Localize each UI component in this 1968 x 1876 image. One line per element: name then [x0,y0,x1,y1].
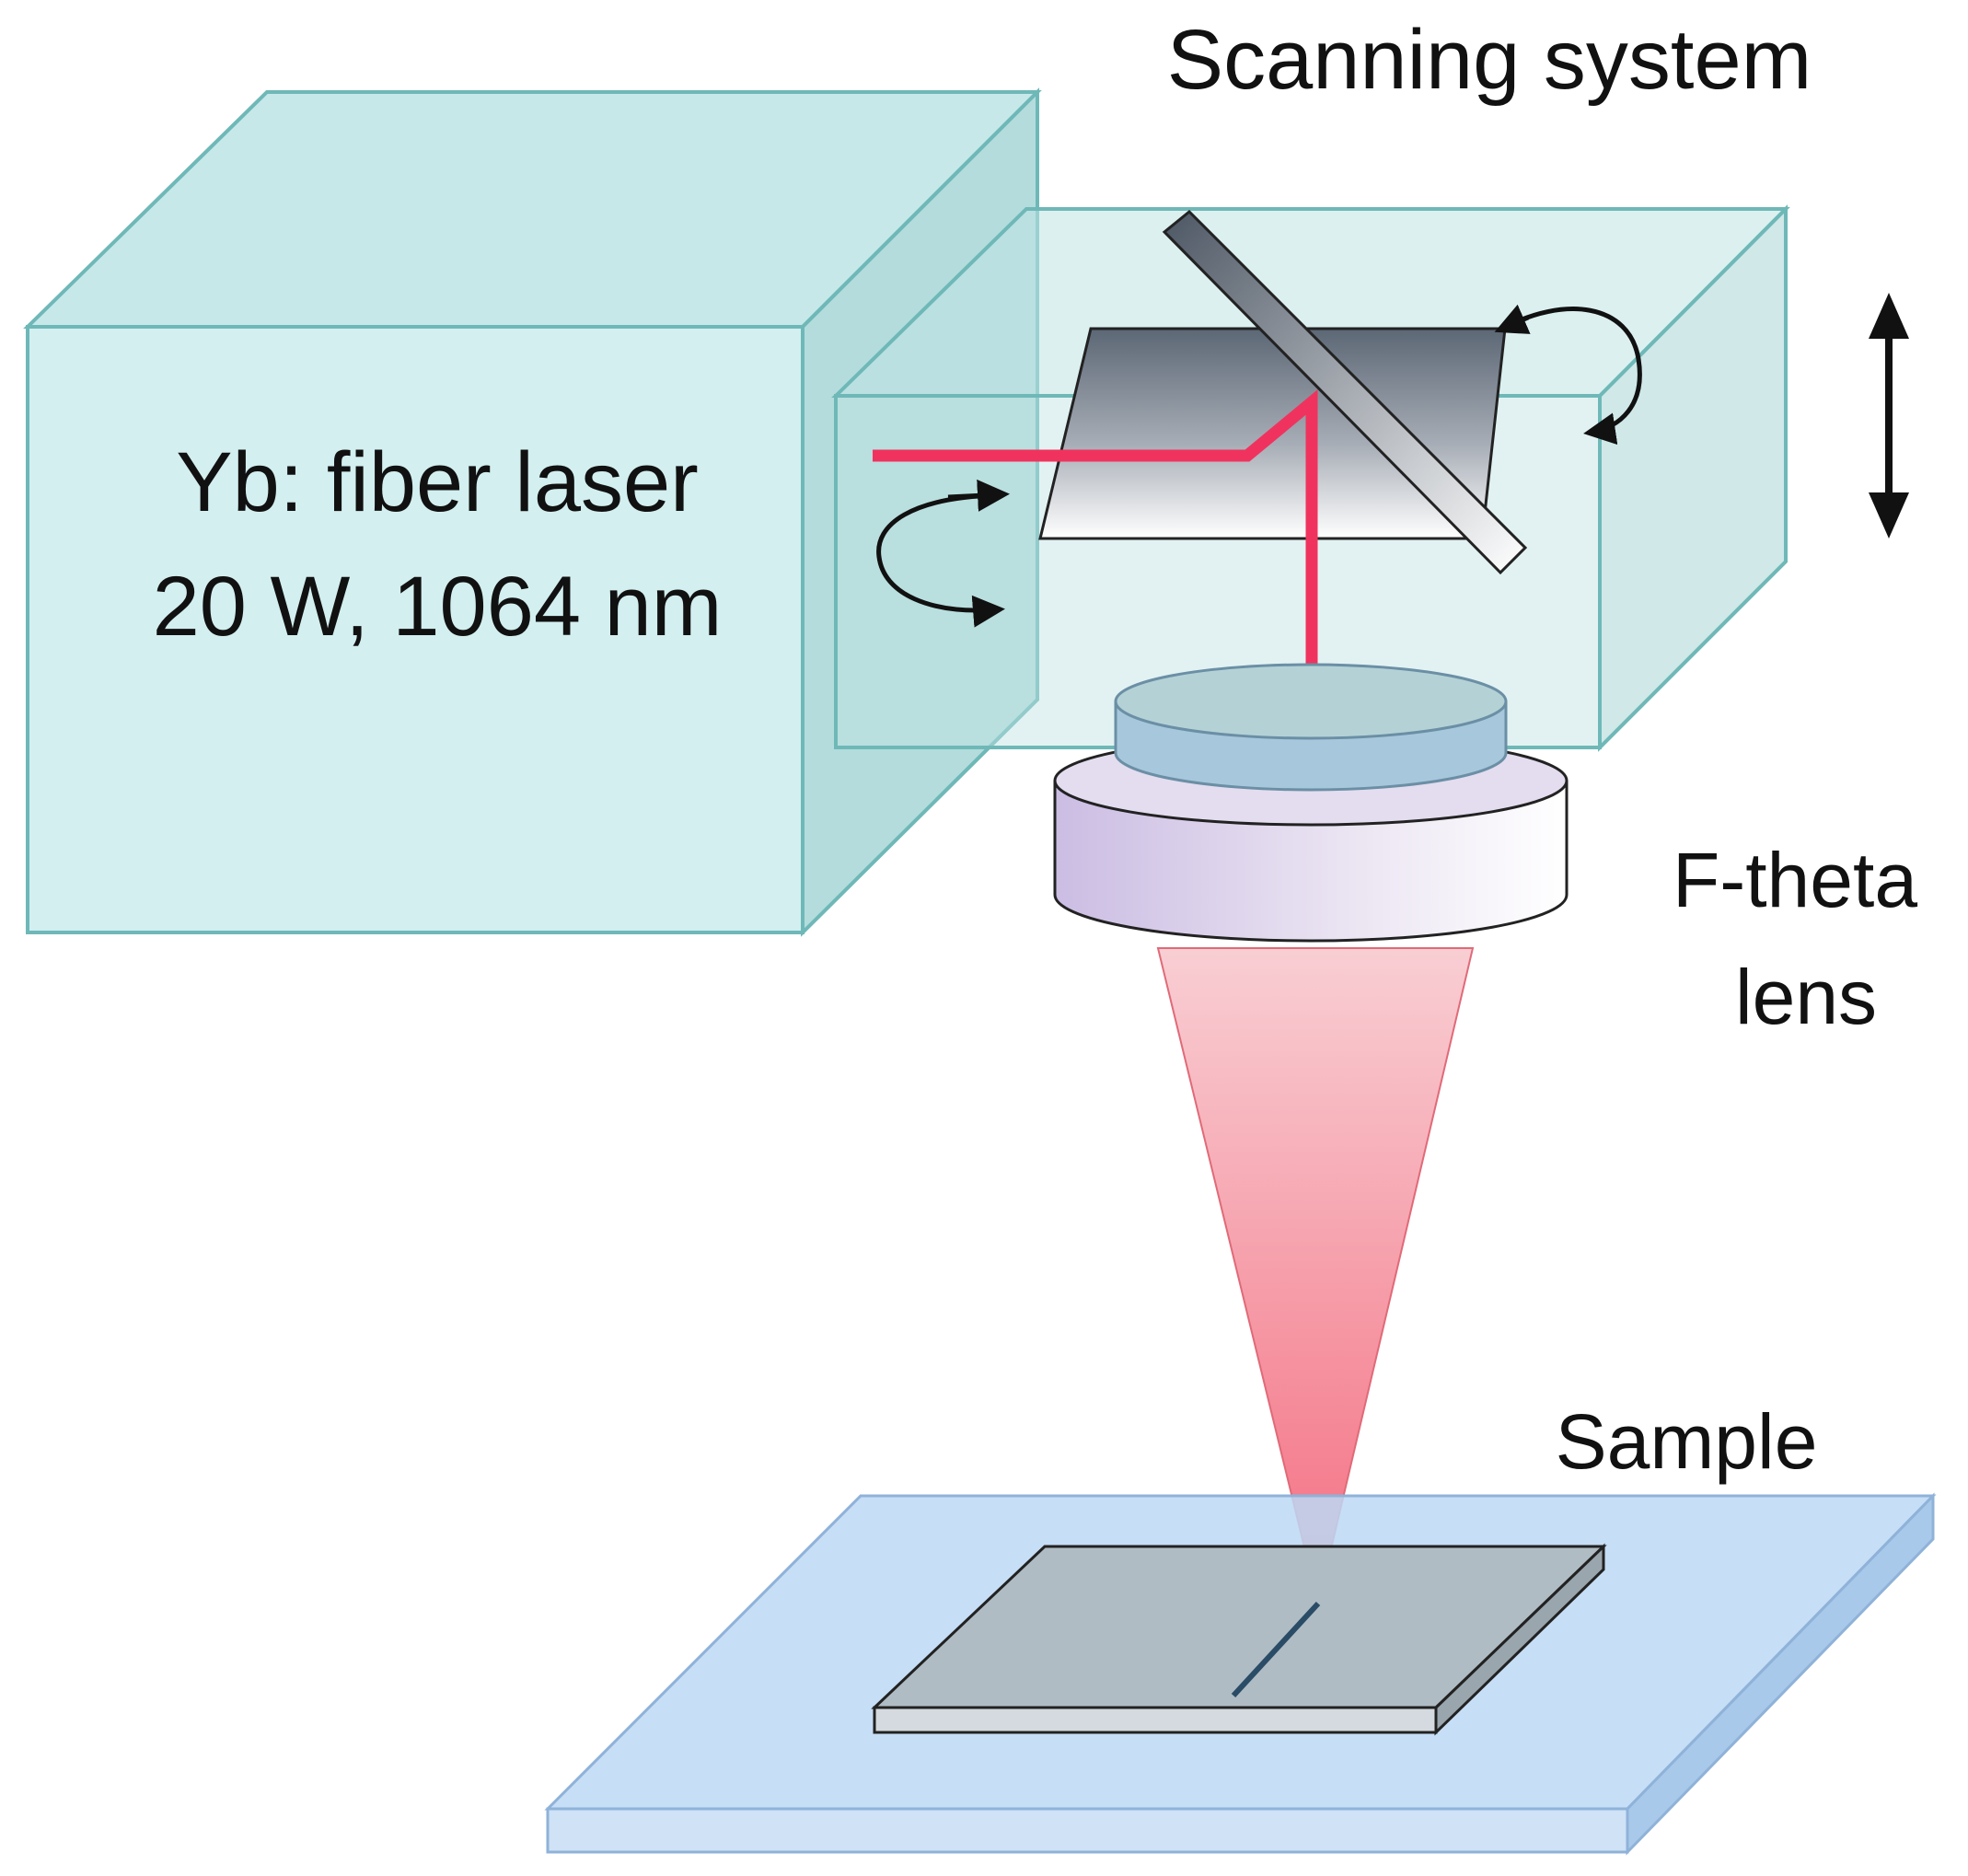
label-laser-specs: 20 W, 1064 nm [153,560,723,654]
focused-beam-cone [1156,947,1475,1604]
vertical-motion-arrow-down-head [1869,492,1909,538]
lens-ring-body [1053,781,1569,943]
label-sample: Sample [1556,1398,1818,1485]
lens-glass-top [1114,663,1508,740]
laser-box-front [26,325,805,934]
label-lens-line1: F-theta [1673,837,1917,923]
rotation-arrow-left [876,492,1005,628]
laser-beam [873,389,1318,701]
sample-plate [871,1543,1607,1736]
fiber-laser-box [23,87,1042,937]
stage-side [1626,1492,1935,1856]
f-theta-lens [1053,663,1569,943]
sample-side [1434,1543,1605,1736]
vertical-motion-arrow-up-head [1869,293,1909,339]
label-lens-line2: lens [1735,954,1877,1040]
stage-front [546,1807,1629,1854]
rotation-arrow-right-top-head [1494,304,1531,334]
rotation-arrow-left-top-head [947,479,1010,512]
label-scanning-system: Scanning system [1167,13,1812,107]
rotation-arrow-right [1499,307,1642,446]
galvo-mirror-diagonal [1162,209,1528,575]
label-laser-type: Yb: fiber laser [176,435,699,529]
scribed-line [1231,1601,1321,1698]
sample-front [873,1706,1438,1734]
